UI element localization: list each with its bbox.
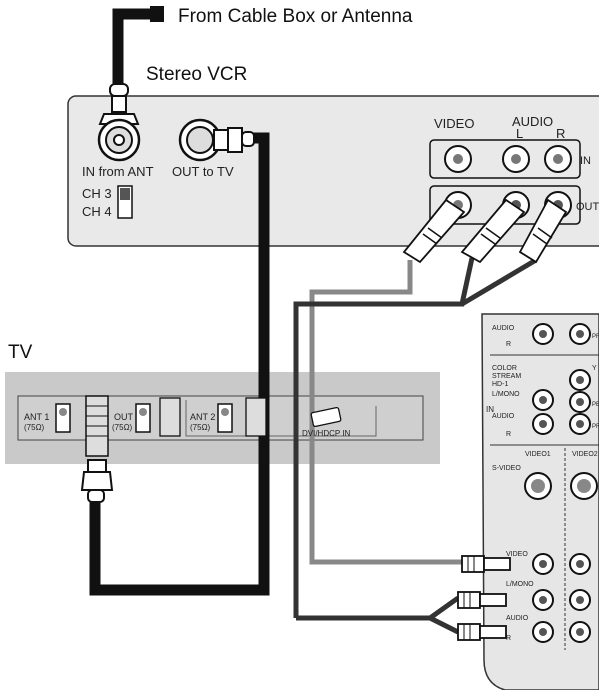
panel-in-label: IN	[486, 405, 494, 414]
panel-l-mono2-jack	[569, 589, 591, 611]
panel-jack-audio-r-mid	[532, 413, 554, 435]
in-label: IN	[580, 155, 591, 167]
ant1-ohm: (75Ω)	[24, 423, 45, 432]
ch-switch-knob	[120, 188, 130, 200]
vcr-audio-l-plug	[460, 198, 526, 264]
panel-jack-audio-r-top	[532, 323, 554, 345]
vcr-video-in-jack	[444, 145, 472, 173]
panel-jack-pr-top	[569, 323, 591, 345]
ch3-label: CH 3	[82, 186, 112, 201]
panel-jack-pr	[569, 413, 591, 435]
ant2-label: ANT 2	[190, 412, 215, 422]
panel-pr-label: PR	[592, 424, 599, 430]
source-cable	[112, 8, 150, 88]
panel-audio-bot-label: AUDIO	[506, 615, 529, 622]
panel-audio-r1-jack	[532, 621, 554, 643]
video-label: VIDEO	[434, 116, 474, 131]
source-cable-end	[150, 6, 164, 22]
ch4-label: CH 4	[82, 204, 112, 219]
audio-cable-main	[293, 257, 475, 618]
video1-label: VIDEO1	[525, 451, 551, 458]
vcr-video-plug	[402, 198, 466, 264]
panel-r-top-label: R	[506, 341, 511, 348]
r-label: R	[556, 126, 565, 141]
panel-r-bot-label: R	[506, 635, 511, 642]
vcr-label: Stereo VCR	[146, 64, 247, 85]
dvi-label: DVI/HDCP IN	[302, 429, 351, 438]
audio-cable-to-r	[428, 615, 460, 635]
panel-r-mid-label: R	[506, 431, 511, 438]
out-label: OUT	[576, 201, 599, 213]
tv-out-ohm: (75Ω)	[112, 423, 133, 432]
ant2-ohm: (75Ω)	[190, 423, 211, 432]
panel-video2-jack	[569, 553, 591, 575]
out-to-tv-label: OUT to TV	[172, 164, 234, 179]
vcr-audio-r-in-jack	[544, 145, 572, 173]
tv-out-label: OUT	[114, 412, 134, 422]
audio-cable-split-r	[460, 257, 538, 307]
tv-video-plug	[461, 555, 511, 573]
panel-svideo-jack-1	[524, 472, 552, 500]
color-stream-1: COLOR	[492, 365, 517, 372]
tv-out-jack	[135, 403, 151, 433]
panel-l-mono-mid-label: L/MONO	[492, 391, 520, 398]
panel-l-mono-bot-label: L/MONO	[506, 581, 534, 588]
tv-threaded-jack-3	[245, 397, 267, 437]
panel-y-label: Y	[592, 365, 597, 372]
panel-l-mono1-jack	[532, 589, 554, 611]
panel-video1-jack	[532, 553, 554, 575]
panel-audio-r2-jack	[569, 621, 591, 643]
tv-ant2-bracket	[185, 400, 377, 437]
tv-ant2-jack	[217, 403, 233, 433]
panel-jack-y	[569, 369, 591, 391]
rf-cable-vcr-to-tv	[89, 132, 270, 596]
vcr-ant-in-jack	[97, 83, 141, 162]
panel-pb-label: PB	[592, 402, 599, 408]
tv-threaded-jack-2	[159, 397, 181, 437]
panel-audio-mid-label: AUDIO	[492, 413, 515, 420]
tv-jack-panel	[481, 313, 599, 690]
tv-ant1-jack	[55, 403, 71, 433]
vcr-audio-r-plug	[518, 198, 568, 264]
video2-label: VIDEO2	[572, 451, 598, 458]
video-cable	[309, 260, 462, 565]
audio-cable-to-l	[296, 595, 460, 621]
panel-pr-top-label: PR	[592, 334, 599, 340]
panel-svideo-jack-2	[570, 472, 598, 500]
tv-dvi-port	[310, 406, 342, 428]
vcr-audio-l-in-jack	[502, 145, 530, 173]
panel-video-label: VIDEO	[506, 551, 528, 558]
vcr-out-to-tv-jack	[178, 118, 255, 162]
panel-audio-top-label: AUDIO	[492, 325, 515, 332]
panel-jack-l-mono-mid	[532, 389, 554, 411]
in-from-ant-label: IN from ANT	[82, 164, 154, 179]
panel-jack-pb	[569, 391, 591, 413]
tv-label: TV	[8, 342, 33, 363]
tv-audio-r-plug	[457, 623, 507, 641]
s-video-label: S-VIDEO	[492, 465, 521, 472]
color-stream-2: STREAM	[492, 373, 521, 380]
audio-label: AUDIO	[512, 114, 553, 129]
tv-audio-l-plug	[457, 591, 507, 609]
color-stream-3: HD-1	[492, 381, 508, 388]
l-label: L	[516, 126, 523, 141]
from-source-label: From Cable Box or Antenna	[178, 6, 413, 27]
tv-ant-connector	[80, 395, 114, 503]
ant1-label: ANT 1	[24, 412, 49, 422]
